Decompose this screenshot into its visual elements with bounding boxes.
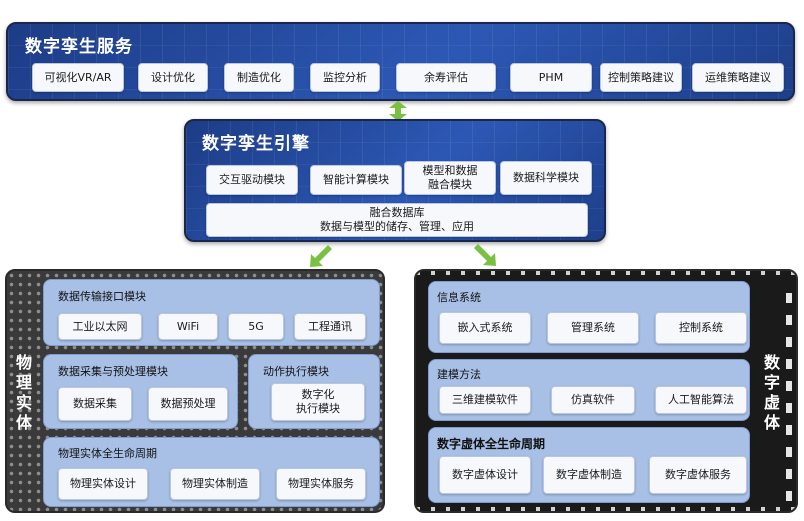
simulation-software: 仿真软件	[551, 386, 635, 414]
virtual-lifecycle-section: 数字虚体全生命周期 数字虚体设计 数字虚体制造 数字虚体服务	[428, 427, 750, 503]
digital-virtual-label: 数字虚体	[763, 353, 780, 432]
actuation-section: 动作执行模块 数字化 执行模块	[248, 354, 380, 429]
digital-virtual-manufacturing: 数字虚体制造	[543, 456, 635, 494]
physical-entity-design: 物理实体设计	[58, 468, 148, 500]
transfer-5g: 5G	[228, 313, 284, 340]
virtual-lifecycle-title: 数字虚体全生命周期	[437, 437, 546, 451]
data-acquisition-title: 数据采集与预处理模块	[58, 365, 168, 378]
modeling-method-title: 建模方法	[437, 368, 481, 381]
service-remaining-life-assessment: 余寿评估	[396, 63, 496, 92]
digital-virtual-service: 数字虚体服务	[649, 456, 747, 494]
actuation-title: 动作执行模块	[263, 365, 329, 378]
control-system: 控制系统	[655, 312, 747, 344]
management-system: 管理系统	[547, 312, 639, 344]
physical-entity-service: 物理实体服务	[276, 468, 366, 500]
information-system-title: 信息系统	[437, 291, 481, 304]
3d-modeling-software: 三维建模软件	[439, 386, 531, 414]
service-monitoring-analysis: 监控分析	[310, 63, 380, 92]
module-model-data-fusion: 模型和数据 融合模块	[404, 161, 496, 195]
right-diagonal-arrow-icon	[474, 244, 498, 268]
service-maintenance-strategy: 运维策略建议	[692, 63, 784, 92]
modeling-method-section: 建模方法 三维建模软件 仿真软件 人工智能算法	[428, 359, 750, 421]
information-system-section: 信息系统 嵌入式系统 管理系统 控制系统	[428, 281, 750, 353]
bidirectional-arrow-icon	[389, 101, 407, 121]
transfer-industrial-ethernet: 工业以太网	[58, 313, 142, 340]
embedded-system: 嵌入式系统	[439, 312, 531, 344]
digital-virtual-panel: 数字虚体 信息系统 嵌入式系统 管理系统 控制系统 建模方法 三维建模软件 仿真…	[414, 269, 798, 513]
acquisition-data-collection: 数据采集	[58, 387, 132, 421]
digital-actuation-module: 数字化 执行模块	[271, 383, 365, 421]
data-acquisition-section: 数据采集与预处理模块 数据采集 数据预处理	[43, 354, 238, 429]
chip-side-pins	[786, 291, 792, 501]
engine-title: 数字孪生引擎	[202, 134, 310, 154]
physical-entity-label: 物理实体	[15, 353, 32, 432]
acquisition-data-preprocessing: 数据预处理	[148, 387, 228, 421]
data-transfer-section: 数据传输接口模块 工业以太网 WiFi 5G 工程通讯	[43, 279, 380, 346]
module-intelligent-computing: 智能计算模块	[310, 165, 402, 195]
physical-lifecycle-title: 物理实体全生命周期	[58, 447, 157, 460]
service-design-optimization: 设计优化	[138, 63, 208, 92]
service-visualization-vr-ar: 可视化VR/AR	[32, 63, 124, 92]
fusion-database: 融合数据库 数据与模型的储存、管理、应用	[206, 203, 588, 237]
data-transfer-title: 数据传输接口模块	[58, 290, 146, 303]
digital-virtual-design: 数字虚体设计	[439, 456, 531, 494]
digital-twin-engine-panel: 数字孪生引擎 交互驱动模块 智能计算模块 模型和数据 融合模块 数据科学模块 融…	[184, 119, 606, 242]
transfer-engineering-comm: 工程通讯	[294, 313, 366, 340]
transfer-wifi: WiFi	[158, 313, 218, 340]
services-title: 数字孪生服务	[25, 37, 133, 57]
physical-entity-manufacturing: 物理实体制造	[170, 468, 260, 500]
service-control-strategy: 控制策略建议	[600, 63, 682, 92]
left-diagonal-arrow-icon	[308, 245, 332, 269]
service-manufacturing-optimization: 制造优化	[224, 63, 294, 92]
module-data-science: 数据科学模块	[500, 161, 592, 195]
module-interaction-driver: 交互驱动模块	[206, 165, 298, 195]
physical-lifecycle-section: 物理实体全生命周期 物理实体设计 物理实体制造 物理实体服务	[43, 437, 380, 507]
physical-entity-panel: 物理实体 数据传输接口模块 工业以太网 WiFi 5G 工程通讯 数据采集与预处…	[5, 269, 385, 513]
ai-algorithm: 人工智能算法	[655, 386, 747, 414]
service-phm: PHM	[510, 63, 592, 92]
digital-twin-services-panel: 数字孪生服务 可视化VR/AR 设计优化 制造优化 监控分析 余寿评估 PHM …	[6, 22, 795, 101]
